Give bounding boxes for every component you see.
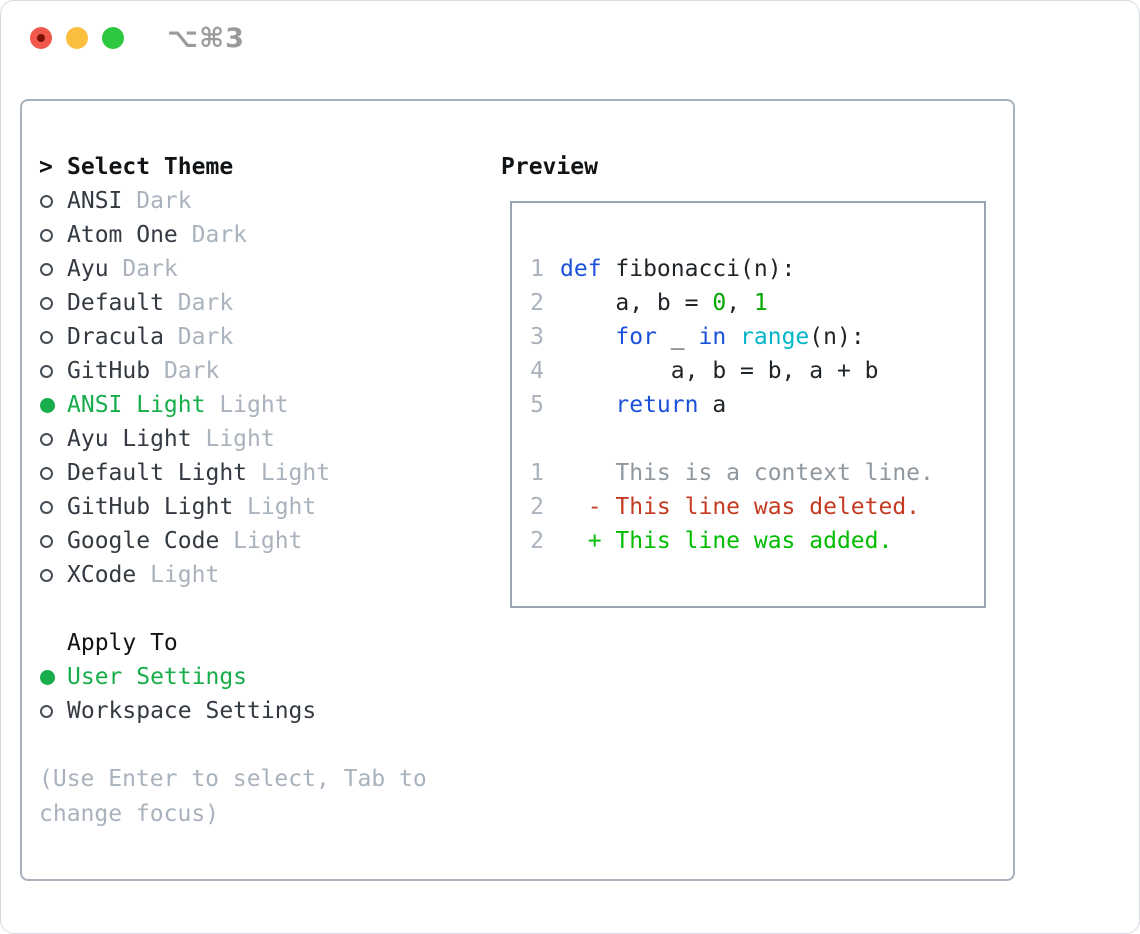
- theme-option[interactable]: GitHub Light Light: [39, 490, 479, 524]
- select-theme-title: Select Theme: [67, 154, 234, 180]
- radio-icon: [40, 432, 53, 446]
- theme-option[interactable]: Dracula Dark: [39, 320, 479, 354]
- code-line: 1 This is a context line.: [528, 456, 984, 490]
- radio-icon: [40, 228, 53, 242]
- code-line: 2 - This line was deleted.: [528, 490, 984, 524]
- code-line: 1 def fibonacci(n):: [528, 252, 984, 286]
- apply-to-list: User Settings Workspace Settings: [39, 660, 479, 728]
- radio-icon: [40, 296, 53, 310]
- line-number: 3: [530, 324, 544, 350]
- radio-icon: [40, 534, 53, 548]
- radio-icon: [40, 466, 53, 480]
- line-number: 5: [530, 392, 544, 418]
- code-token-context: This is a context line.: [560, 460, 934, 486]
- code-token-number: 1: [753, 290, 768, 316]
- code-line: 4 a, b = b, a + b: [528, 354, 984, 388]
- code-line: [528, 422, 984, 456]
- theme-column: > Select Theme ANSI Dark Atom One Dark A…: [39, 150, 479, 832]
- radio-icon: [40, 330, 53, 344]
- radio-icon: [40, 194, 53, 208]
- radio-icon: [40, 568, 53, 582]
- line-number: 1: [530, 256, 544, 282]
- main-panel: > Select Theme ANSI Dark Atom One Dark A…: [20, 99, 1015, 881]
- theme-option[interactable]: ANSI Dark: [39, 184, 479, 218]
- code-token-plain: a, b = b, a + b: [560, 358, 879, 384]
- preview-column: Preview 1 def fibonacci(n): 2 a, b = 0, …: [501, 150, 1001, 608]
- radio-icon: [40, 262, 53, 276]
- theme-list: ANSI Dark Atom One Dark Ayu Dark Default…: [39, 184, 479, 592]
- code-line: 2 + This line was added.: [528, 524, 984, 558]
- code-token-plain: [560, 392, 615, 418]
- line-number: 1: [530, 460, 544, 486]
- apply-to-option[interactable]: User Settings: [39, 660, 479, 694]
- code-token-keyword: in: [698, 324, 727, 350]
- line-number: 2: [530, 290, 544, 316]
- code-token-plain: (n):: [809, 324, 865, 350]
- theme-option[interactable]: Default Dark: [39, 286, 479, 320]
- minimize-button[interactable]: [66, 27, 88, 49]
- close-button[interactable]: [30, 27, 52, 49]
- code-token-plain: a, b =: [560, 290, 713, 316]
- code-token-added: + This line was added.: [560, 528, 893, 554]
- apply-to-title: Apply To: [67, 630, 178, 656]
- code-token-plain: a: [698, 392, 727, 418]
- line-number: 2: [530, 528, 544, 554]
- radio-icon: [40, 364, 53, 378]
- theme-option[interactable]: Default Light Light: [39, 456, 479, 490]
- line-number: 4: [530, 358, 544, 384]
- line-number: 2: [530, 494, 544, 520]
- radio-icon: [40, 704, 53, 718]
- window-shortcut-label: ⌥⌘3: [167, 23, 245, 54]
- select-theme-heading: > Select Theme: [39, 150, 479, 184]
- code-line: 5 return a: [528, 388, 984, 422]
- code-token-keyword: def: [560, 256, 602, 282]
- hint-text: (Use Enter to select, Tab to change focu…: [39, 766, 427, 827]
- code-line: 3 for _ in range(n):: [528, 320, 984, 354]
- code-token-plain: [726, 324, 740, 350]
- code-lines: 1 def fibonacci(n): 2 a, b = 0, 1 3 for …: [528, 252, 984, 558]
- theme-option[interactable]: GitHub Dark: [39, 354, 479, 388]
- theme-option[interactable]: XCode Light: [39, 558, 479, 592]
- apply-to-heading: Apply To: [39, 626, 479, 660]
- code-token-plain: [560, 324, 615, 350]
- code-token-number: 0: [712, 290, 727, 316]
- code-token-builtin: range: [740, 324, 810, 350]
- theme-option[interactable]: Ayu Light Light: [39, 422, 479, 456]
- titlebar: ⌥⌘3: [1, 1, 1139, 75]
- theme-option[interactable]: Ayu Dark: [39, 252, 479, 286]
- code-token-deleted: - This line was deleted.: [560, 494, 921, 520]
- code-token-plain: _: [656, 324, 699, 350]
- code-line: 2 a, b = 0, 1: [528, 286, 984, 320]
- code-token-plain: ,: [726, 290, 754, 316]
- theme-option[interactable]: ANSI Light Light: [39, 388, 479, 422]
- theme-option[interactable]: Google Code Light: [39, 524, 479, 558]
- apply-to-option[interactable]: Workspace Settings: [39, 694, 479, 728]
- cursor-marker: >: [39, 150, 67, 184]
- cursor-arrow-icon: >: [39, 154, 53, 180]
- radio-icon: [40, 500, 53, 514]
- theme-option[interactable]: Atom One Dark: [39, 218, 479, 252]
- code-token-plain: fibonacci(n):: [601, 256, 796, 282]
- preview-title: Preview: [501, 154, 598, 180]
- radio-icon: [40, 397, 55, 413]
- preview-box: 1 def fibonacci(n): 2 a, b = 0, 1 3 for …: [510, 201, 986, 608]
- maximize-button[interactable]: [102, 27, 124, 49]
- radio-icon: [40, 669, 55, 685]
- code-token-keyword: for: [615, 324, 657, 350]
- code-token-keyword: return: [615, 392, 699, 418]
